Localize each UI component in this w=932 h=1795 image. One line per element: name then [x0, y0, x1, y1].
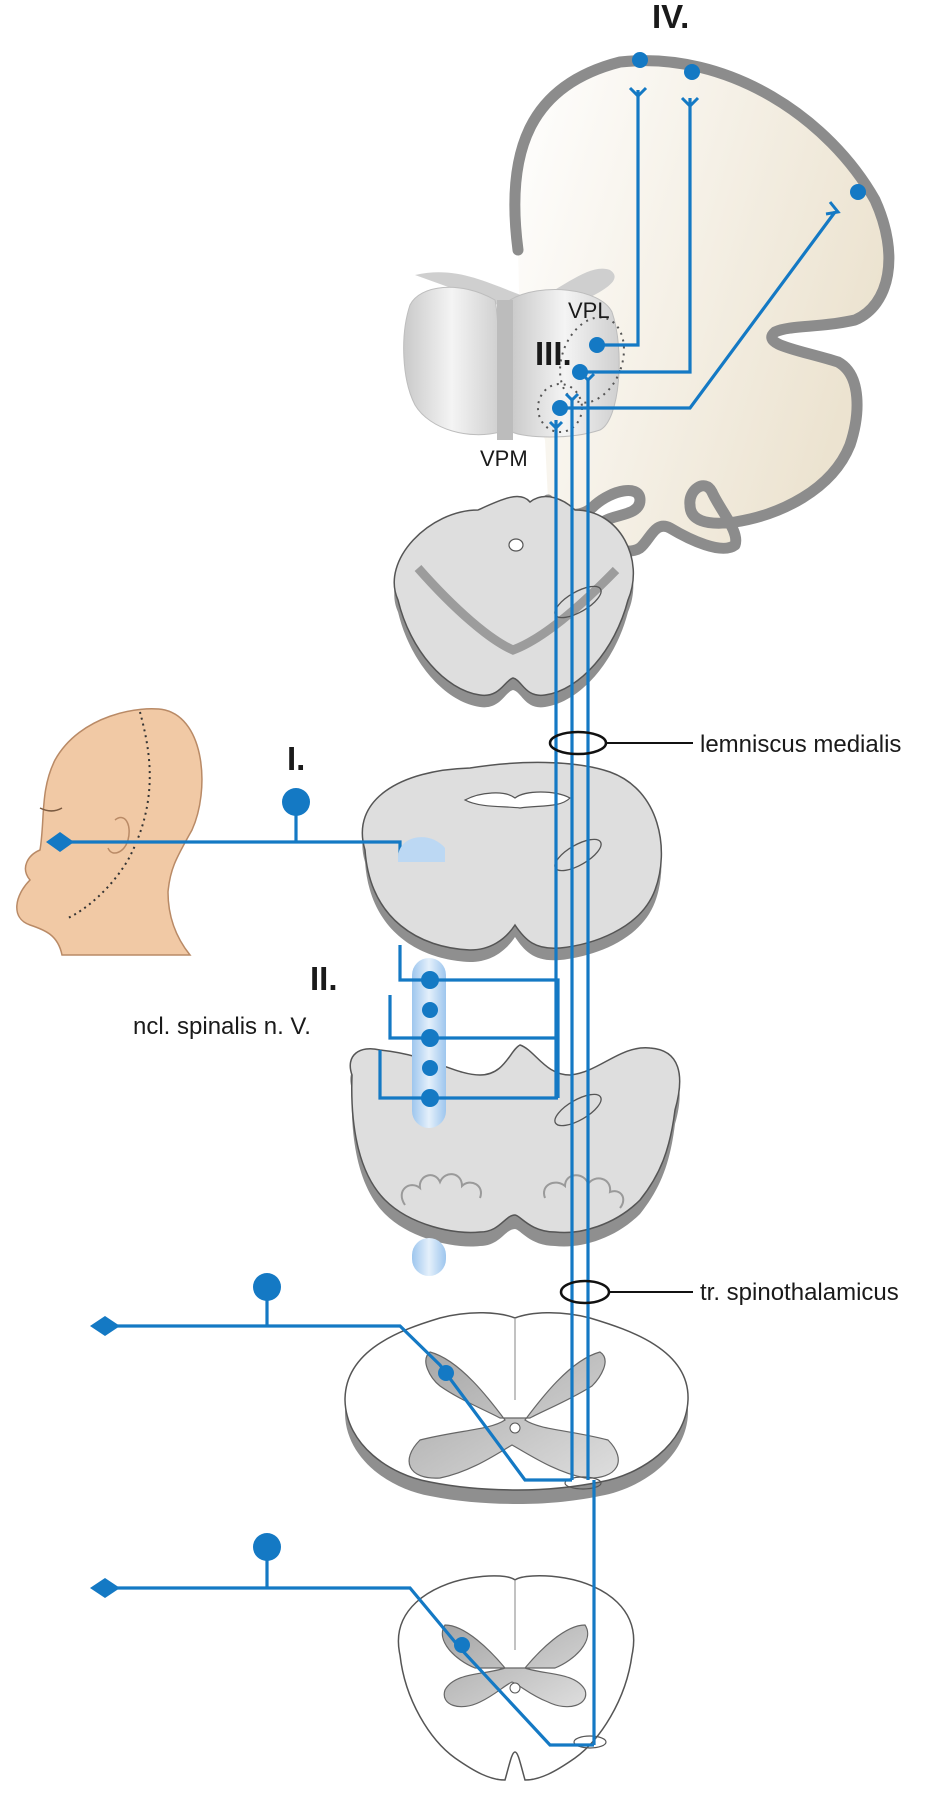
roman-label-3: III. [535, 335, 572, 372]
lemniscus-medialis-label: lemniscus medialis [700, 731, 901, 758]
vpm-label: VPM [480, 446, 528, 471]
tr-spinothalamicus-ring [559, 1279, 611, 1305]
cortex-neuron-1 [632, 52, 648, 68]
thalamus [403, 268, 625, 440]
roman-label-1: I. [287, 740, 305, 777]
cervical-spinal-cord-section [344, 1311, 689, 1504]
vpl-neuron-2 [572, 364, 588, 380]
pons-section [361, 761, 663, 962]
medulla-section [349, 1044, 681, 1247]
cortex-neuron-3 [850, 184, 866, 200]
midbrain-section [393, 495, 635, 708]
roman-label-4: IV. [652, 0, 689, 35]
tr-spinothalamicus-label: tr. spinothalamicus [700, 1279, 899, 1306]
ganglion-cell-1 [282, 788, 310, 816]
head-illustration [16, 708, 203, 956]
roman-label-2: II. [310, 960, 338, 997]
cortex-neuron-2 [684, 64, 700, 80]
ncl-spinalis-label: ncl. spinalis n. V. [133, 1013, 311, 1040]
vpl-label: VPL [568, 298, 610, 323]
neuron-somata [46, 52, 866, 1653]
lemniscus-medialis-ring [548, 730, 608, 756]
vpm-neuron [552, 400, 568, 416]
vpl-neuron-1 [589, 337, 605, 353]
lower-spinal-cord-section [397, 1575, 635, 1781]
